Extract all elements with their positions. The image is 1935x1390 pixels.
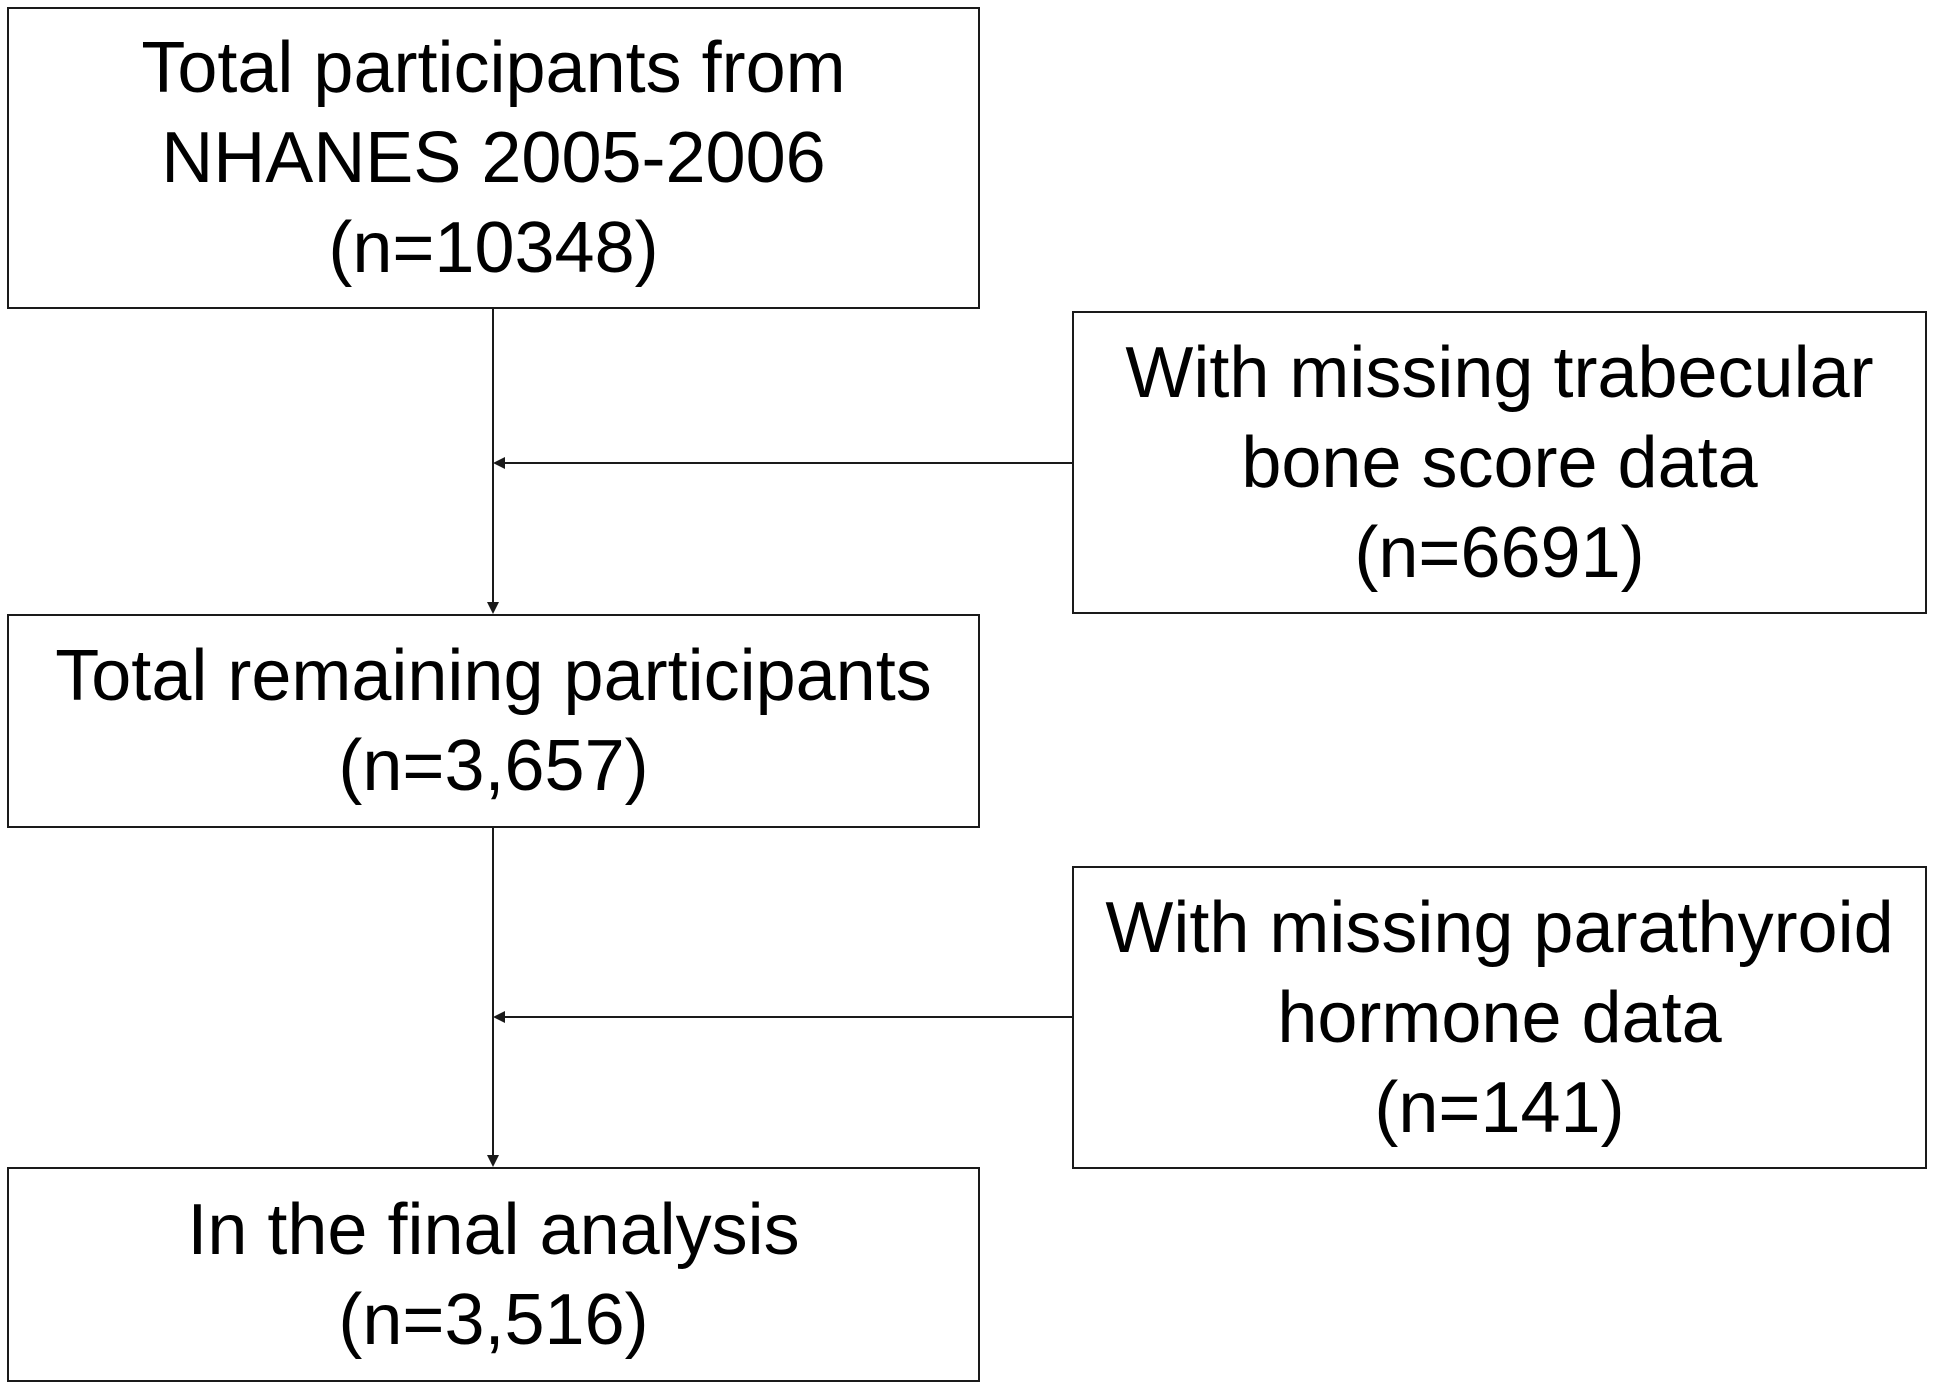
remaining-participants-count: (n=3,657) xyxy=(338,726,649,806)
exclusion-pth-count: (n=141) xyxy=(1374,1067,1625,1148)
total-participants-count: (n=10348) xyxy=(328,208,659,288)
total-participants-box: Total participants from NHANES 2005-2006… xyxy=(7,7,980,309)
total-participants-line-1: Total participants from xyxy=(141,28,846,108)
remaining-participants-line-1: Total remaining participants xyxy=(55,636,932,716)
exclusion-pth-line-1: With missing parathyroid xyxy=(1105,887,1894,968)
exclusion-tbs-count: (n=6691) xyxy=(1354,512,1645,593)
final-analysis-line-1: In the final analysis xyxy=(187,1189,800,1270)
remaining-participants-box: Total remaining participants (n=3,657) xyxy=(7,614,980,828)
total-participants-line-2: NHANES 2005-2006 xyxy=(161,118,826,198)
exclusion-tbs-line-2: bone score data xyxy=(1241,422,1758,503)
exclusion-pth-line-2: hormone data xyxy=(1277,977,1722,1058)
final-analysis-count: (n=3,516) xyxy=(338,1279,649,1360)
exclusion-pth-box: With missing parathyroid hormone data (n… xyxy=(1072,866,1927,1169)
exclusion-tbs-box: With missing trabecular bone score data … xyxy=(1072,311,1927,614)
final-analysis-box: In the final analysis (n=3,516) xyxy=(7,1167,980,1382)
exclusion-tbs-line-1: With missing trabecular xyxy=(1125,332,1874,413)
